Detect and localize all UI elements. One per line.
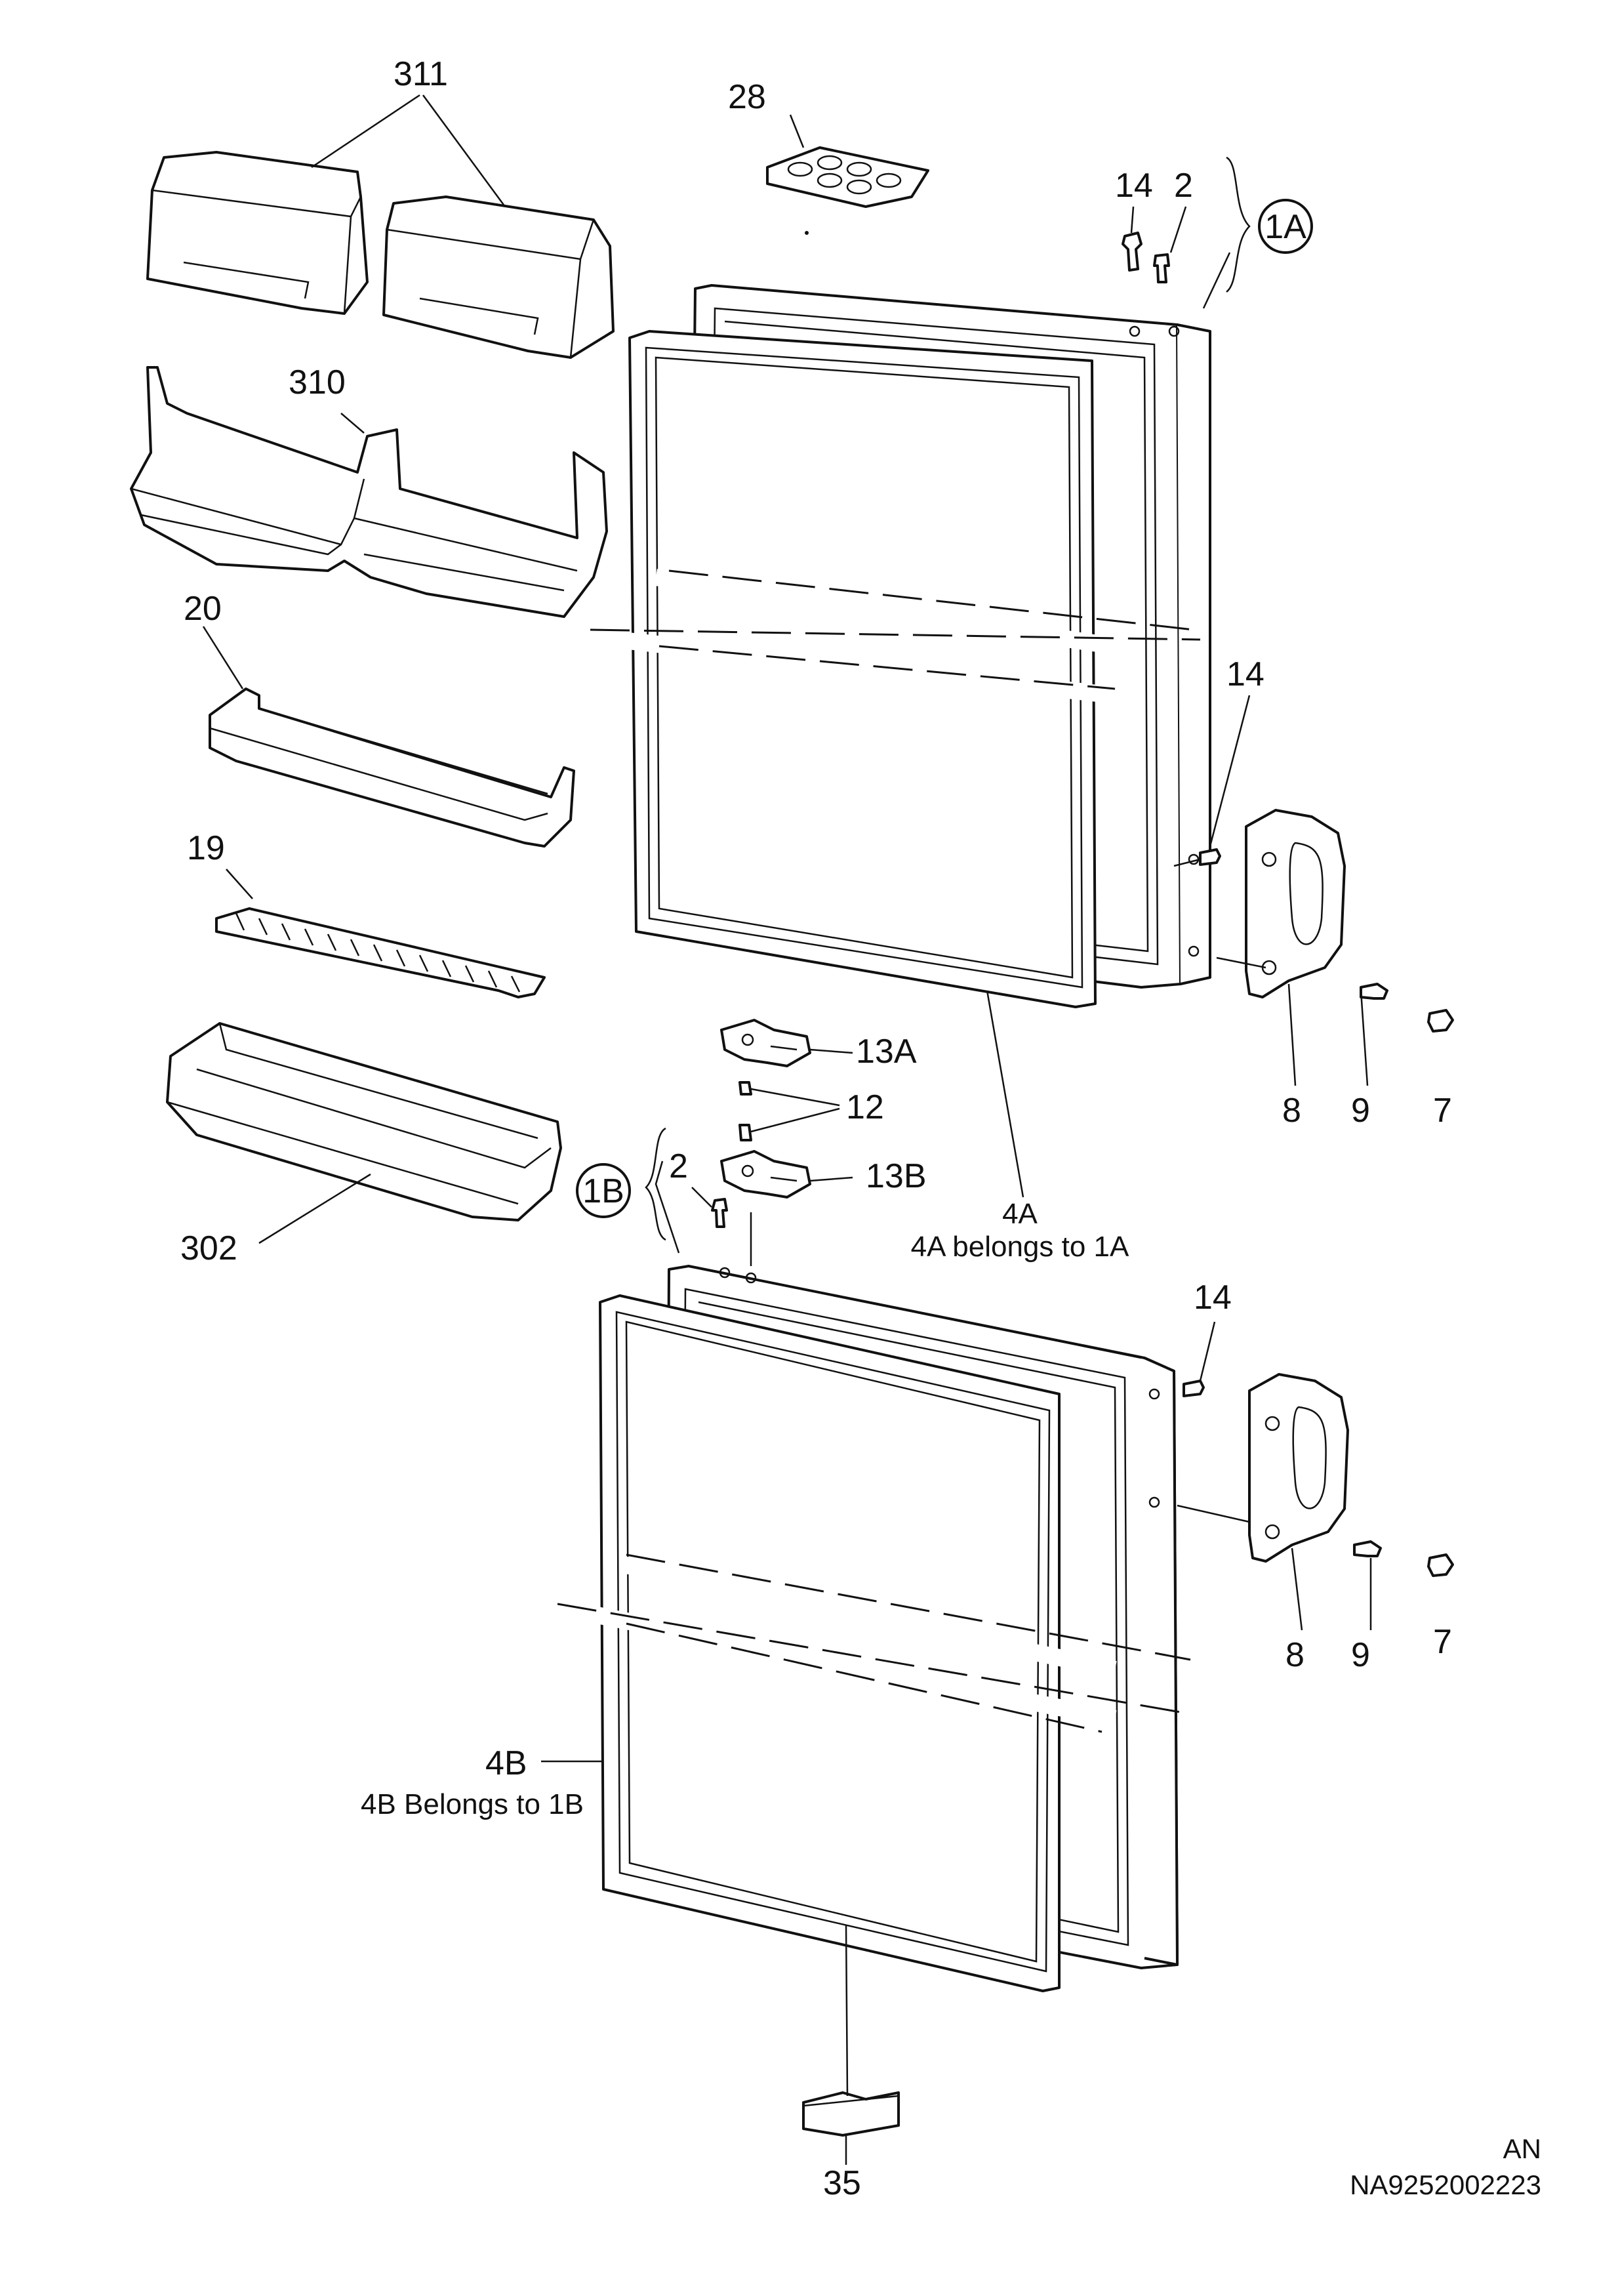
label-14-mid: 14: [1226, 655, 1264, 693]
label-4B: 4B: [485, 1744, 527, 1782]
label-7-low: 7: [1433, 1623, 1452, 1661]
label-4B-note: 4B Belongs to 1B: [361, 1788, 584, 1820]
label-14-low: 14: [1194, 1279, 1232, 1317]
label-19: 19: [187, 829, 225, 867]
label-1A: 1A: [1264, 208, 1306, 246]
label-1B: 1B: [582, 1172, 624, 1210]
middle-hinge-parts: [711, 1019, 811, 1228]
footer-code: NA9252002223: [1350, 2169, 1541, 2200]
part-311-covers: [146, 151, 615, 359]
part-310-door-shelf: [130, 366, 608, 618]
label-310: 310: [289, 363, 346, 401]
label-14-top: 14: [1115, 167, 1153, 205]
label-13B: 13B: [866, 1157, 927, 1195]
label-302: 302: [180, 1229, 237, 1267]
part-labels: 311 28 14 2 1A 310 20 14 19 13A 12 13B 8…: [180, 55, 1452, 2202]
lower-door-break: [557, 1553, 1191, 1733]
label-20: 20: [184, 590, 222, 628]
diagram-footer: AN NA9252002223: [1350, 2133, 1541, 2200]
upper-handle-8: [1199, 809, 1454, 1033]
footer-region: AN: [1503, 2133, 1541, 2164]
label-2-low: 2: [669, 1147, 688, 1185]
part-28-egg-tray: [766, 146, 929, 235]
label-12: 12: [846, 1088, 884, 1126]
label-9-top: 9: [1351, 1092, 1370, 1130]
part-302-bin: [166, 1022, 562, 1221]
part-19-grille: [215, 907, 546, 998]
leader-lines: [202, 94, 1372, 2165]
label-8-low: 8: [1285, 1636, 1305, 1674]
lower-handle-8: [1183, 1373, 1454, 1577]
gasket-4B: [599, 1294, 1061, 1992]
label-4A-note: 4A belongs to 1A: [911, 1231, 1129, 1263]
upper-door-break: [590, 569, 1201, 704]
label-2-top: 2: [1174, 167, 1193, 205]
part-35-foot: [802, 2091, 900, 2137]
label-9-low: 9: [1351, 1636, 1370, 1674]
label-8-top: 8: [1282, 1092, 1301, 1130]
label-35: 35: [823, 2164, 861, 2202]
label-13A: 13A: [856, 1033, 917, 1071]
upper-hinge-pins: [1122, 232, 1170, 283]
part-20-shelf: [209, 687, 575, 848]
label-7-top: 7: [1433, 1092, 1452, 1130]
label-28: 28: [728, 78, 766, 116]
label-4A: 4A: [1002, 1198, 1038, 1230]
label-311: 311: [394, 55, 448, 93]
